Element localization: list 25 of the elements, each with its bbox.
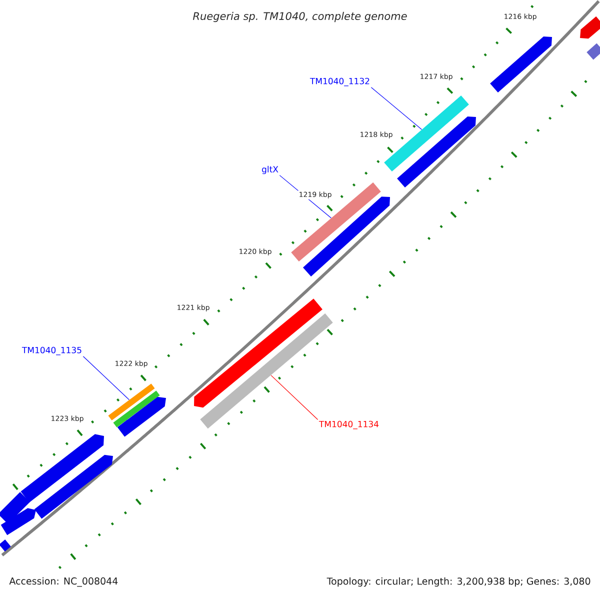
gene-feature	[20, 434, 104, 503]
gene-feature	[117, 396, 166, 437]
gene-feature	[0, 540, 11, 552]
gene-feature	[113, 390, 160, 428]
gene-feature	[34, 454, 113, 519]
gene-feature	[302, 196, 390, 276]
leader-line	[82, 356, 130, 400]
footer-text: Accession: NC_008044	[8, 576, 120, 588]
gene-feature	[586, 43, 600, 60]
leader-line	[370, 87, 422, 130]
gene-feature	[490, 36, 552, 92]
footer-text: Topology: circular; Length: 3,200,938 bp; Genes: 3,080	[326, 576, 592, 588]
leader-line	[270, 375, 318, 420]
gene-label: TM1040_1135	[22, 346, 82, 356]
gene-feature	[291, 182, 381, 262]
gene-feature	[397, 116, 476, 188]
gene-feature	[580, 16, 600, 39]
gene-feature	[108, 384, 155, 420]
gene-label: TM1040_1134	[318, 420, 379, 430]
gene-feature	[194, 298, 322, 408]
gene-feature	[0, 508, 36, 536]
title: Ruegeria sp. TM1040, complete genome	[192, 12, 407, 22]
gene-label: TM1040_1132	[310, 78, 370, 86]
gene-label: gltX	[262, 166, 278, 174]
gene-feature	[0, 492, 30, 524]
